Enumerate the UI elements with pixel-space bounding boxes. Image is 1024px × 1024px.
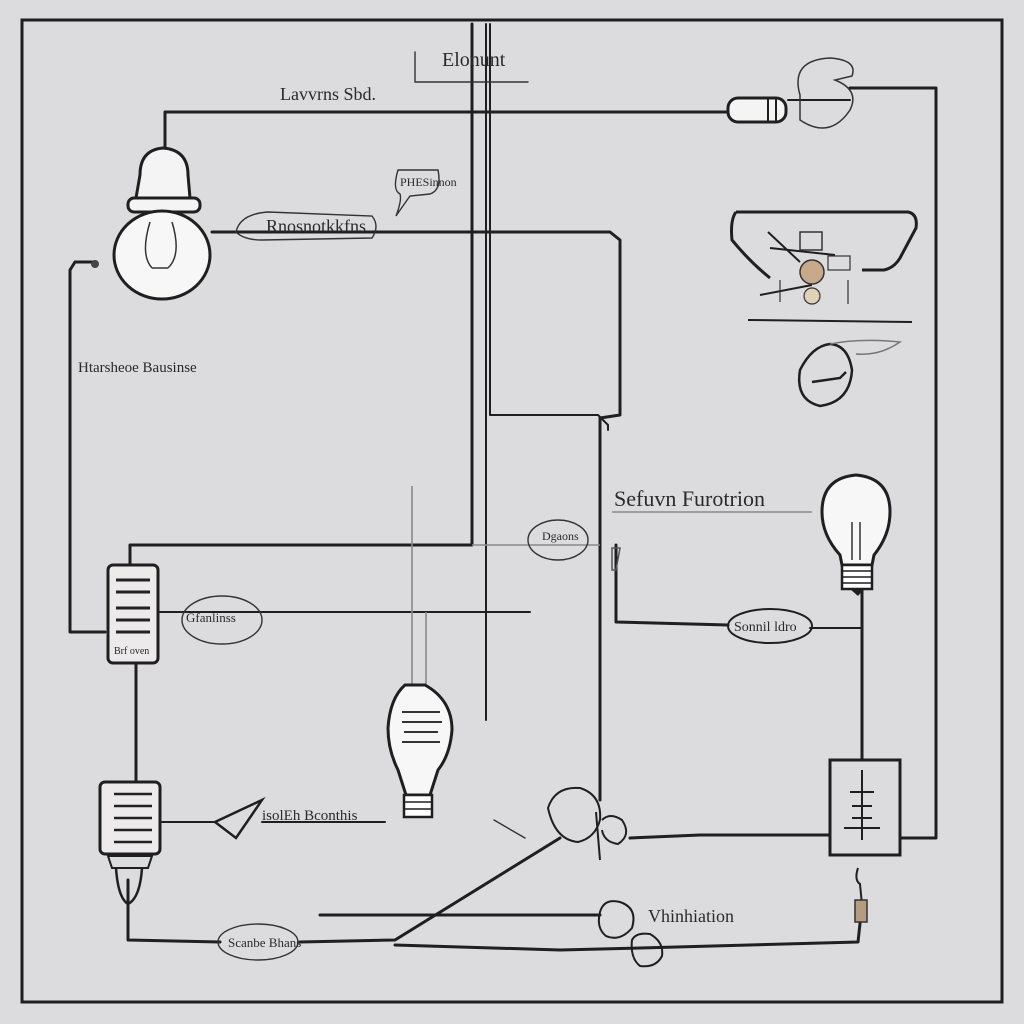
wire-bottom-1 <box>298 836 562 944</box>
bulb-right-icon <box>820 473 892 596</box>
hook-icon <box>797 339 903 408</box>
wires <box>68 22 938 952</box>
label-bottom-right: Vhinhiation <box>648 906 734 926</box>
wire-bottom-4 <box>628 833 832 840</box>
wire-trunk <box>128 22 474 567</box>
wire-label-bubble <box>235 211 377 241</box>
label-wire: Rnosnotkkfns <box>266 216 366 236</box>
module-upper-text: Brf oven <box>114 646 149 657</box>
oval-left <box>181 595 263 645</box>
label-oval-mid: Dgaons <box>542 529 579 543</box>
label-upper: Lavvrns Sbd. <box>280 84 376 104</box>
plug-icon <box>726 57 854 129</box>
connector-knots <box>546 547 664 968</box>
wire-diagonal <box>493 819 526 839</box>
label-oval-left: Gfanlinss <box>186 610 236 625</box>
label-left: Htarsheoe Bausinse <box>78 360 197 376</box>
oval-mid <box>527 519 589 561</box>
module-lower <box>98 780 162 906</box>
label-right-heading: Sefuvn Furotrion <box>614 486 765 511</box>
title-top: Elonunt <box>442 49 506 71</box>
switch-panel-icon <box>730 210 918 323</box>
arrow-icon <box>212 796 266 840</box>
wire-bottom-3 <box>393 903 864 952</box>
oval-bottom-left <box>217 923 299 961</box>
wire-module-bottom <box>126 878 222 944</box>
label-bottom-left: Scanbe Bhans <box>228 935 301 950</box>
wire-trunk-2 <box>489 23 609 431</box>
module-upper <box>106 563 160 665</box>
label-callout: PHESinnon <box>400 175 457 189</box>
label-lower: isolEh Bconthis <box>262 808 358 824</box>
label-oval-right: Sonnil ldro <box>734 620 797 635</box>
wire-lamp-right <box>210 230 622 802</box>
bulb-socket-icon <box>91 146 212 301</box>
switch-box-icon <box>828 758 902 923</box>
wire-left <box>68 260 107 634</box>
title-underline <box>414 51 529 83</box>
wire-top <box>163 110 732 152</box>
oval-right <box>727 608 813 644</box>
callout-bubble <box>394 169 440 217</box>
outer-frame <box>20 18 1004 1004</box>
wire-right-riser <box>848 86 938 840</box>
wire-oval-right <box>614 543 730 627</box>
bulb-center-icon <box>386 683 454 819</box>
